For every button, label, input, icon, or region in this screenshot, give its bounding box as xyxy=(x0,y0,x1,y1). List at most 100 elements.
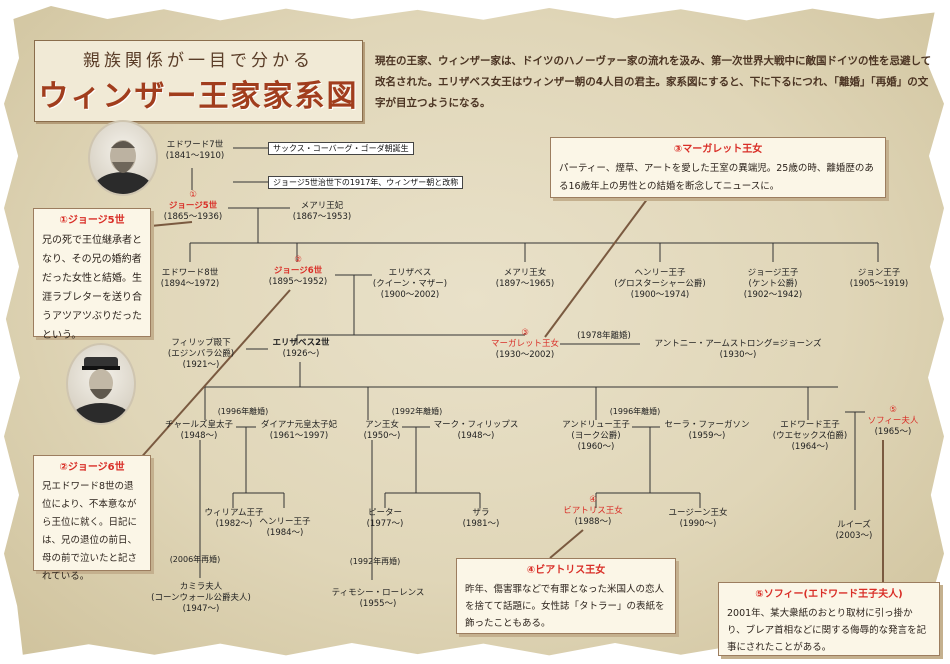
person-name: アントニー・アームストロング=ジョーンズ xyxy=(654,339,822,349)
person-years: (1948〜) xyxy=(180,431,218,441)
person-beatrice: ④ ビアトリス王女 (1988〜) xyxy=(556,495,630,528)
intro-text: 現在の王家、ウィンザー家は、ドイツのハノーヴァー家の流れを汲み、第一次世界大戦中… xyxy=(375,55,932,109)
person-philip: フィリップ殿下 (エジンバラ公爵) (1921〜) xyxy=(158,338,244,371)
person-name: エリザベス2世 xyxy=(272,338,330,348)
person-number: ⑤ xyxy=(889,405,897,415)
person-years: (1865〜1936) xyxy=(163,212,223,222)
person-name: ダイアナ元皇太子妃 xyxy=(260,420,338,430)
event-margaret-divorce: (1978年離婚) xyxy=(577,331,631,341)
person-harry: ヘンリー王子 (1984〜) xyxy=(256,517,314,539)
person-william: ウィリアム王子 (1982〜) xyxy=(200,508,268,530)
person-title: (ケント公爵) xyxy=(748,279,798,289)
person-name: アンドリュー王子 xyxy=(562,420,630,430)
person-name: ヘンリー王子 xyxy=(634,268,686,278)
person-laurence: ティモシー・ローレンス (1955〜) xyxy=(328,588,428,610)
person-elizabeth-qm: エリザベス (クイーン・マザー) (1900〜2002) xyxy=(368,268,452,301)
person-name: ジョージ王子 xyxy=(747,268,799,278)
person-years: (1948〜) xyxy=(457,431,495,441)
saxe-coburg-label: サックス・コーバーグ・ゴーダ朝誕生 xyxy=(268,142,414,155)
note-sophie: ⑤ソフィー(エドワード王子夫人) 2001年、某大衆紙のおとり取材に引っ掛かり、… xyxy=(718,582,940,656)
person-years: (2003〜) xyxy=(835,531,873,541)
person-years: (1894〜1972) xyxy=(160,279,220,289)
person-years: (1960〜) xyxy=(577,442,615,452)
person-name: ティモシー・ローレンス xyxy=(331,588,425,598)
person-edward7: エドワード7世 (1841〜1910) xyxy=(160,140,230,162)
person-name: アン王女 xyxy=(365,420,399,430)
note-heading: ③マーガレット王女 xyxy=(673,144,763,155)
person-years: (1959〜) xyxy=(688,431,726,441)
person-john: ジョン王子 (1905〜1919) xyxy=(842,268,916,290)
person-years: (1841〜1910) xyxy=(165,151,225,161)
person-title: (コーンウォール公爵夫人) xyxy=(151,593,251,603)
person-sarah: セーラ・ファーガソン (1959〜) xyxy=(660,420,754,442)
person-camilla: カミラ夫人 (コーンウォール公爵夫人) (1947〜) xyxy=(142,582,260,615)
event-charles-remarriage: (2006年再婚) xyxy=(169,555,221,564)
event-anne-remarriage: (1992年再婚) xyxy=(349,557,401,566)
portrait-image xyxy=(71,357,131,423)
person-mary-queen: メアリ王妃 (1867〜1953) xyxy=(282,201,362,223)
person-years: (1895〜1952) xyxy=(268,277,328,287)
person-mary-princess: メアリ王女 (1897〜1965) xyxy=(488,268,562,290)
person-years: (1900〜1974) xyxy=(630,290,690,300)
person-name: チャールズ皇太子 xyxy=(165,420,233,430)
title-box: 親族関係が一目で分かる ウィンザー王家家系図 xyxy=(34,40,363,122)
person-name: エドワード8世 xyxy=(161,268,219,278)
person-henry-gloucester: ヘンリー王子 (グロスターシャー公爵) (1900〜1974) xyxy=(606,268,714,301)
person-number: ② xyxy=(294,255,302,265)
person-years: (1961〜1997) xyxy=(269,431,329,441)
person-years: (1930〜2002) xyxy=(495,350,555,360)
person-years: (1930〜) xyxy=(719,350,757,360)
person-years: (1921〜) xyxy=(182,360,220,370)
person-years: (1982〜) xyxy=(215,519,253,529)
person-name: フィリップ殿下 xyxy=(171,338,231,348)
person-margaret: ③ マーガレット王女 (1930〜2002) xyxy=(486,328,564,361)
note-beatrice: ④ビアトリス王女 昨年、傷害罪などで有罪となった米国人の恋人を捨てて話題に。女性… xyxy=(456,558,676,634)
note-body: パーティー、煙草、アートを愛した王室の異端児。25歳の時、離婚歴のある16歳年上… xyxy=(559,163,874,192)
person-diana: ダイアナ元皇太子妃 (1961〜1997) xyxy=(254,420,344,442)
person-years: (1926〜) xyxy=(282,349,320,359)
person-years: (1897〜1965) xyxy=(495,279,555,289)
person-elizabeth2: エリザベス2世 (1926〜) xyxy=(266,338,336,360)
person-years: (1905〜1919) xyxy=(849,279,909,289)
person-title: (クイーン・マザー) xyxy=(372,279,448,289)
note-heading: ⑤ソフィー(エドワード王子夫人) xyxy=(755,589,903,600)
person-years: (1984〜) xyxy=(266,528,304,538)
person-name: ジョン王子 xyxy=(857,268,901,278)
person-name: ピーター xyxy=(367,508,402,518)
person-eugenie: ユージーン王女 (1990〜) xyxy=(660,508,736,530)
person-title: (ヨーク公爵) xyxy=(571,431,621,441)
note-george6: ②ジョージ6世 兄エドワード8世の退位により、不本意ながら王位に就く。日記には、… xyxy=(33,455,151,582)
note-body: 兄エドワード8世の退位により、不本意ながら王位に就く。日記には、兄の退位の前日、… xyxy=(42,481,138,582)
note-body: 昨年、傷害罪などで有罪となった米国人の恋人を捨てて話題に。女性誌「タトラー」の表… xyxy=(465,584,665,629)
person-name: ウィリアム王子 xyxy=(204,508,264,518)
windsor-rename-label: ジョージ5世治世下の1917年、ウィンザー朝と改称 xyxy=(268,176,464,189)
person-charles: チャールズ皇太子 (1948〜) xyxy=(162,420,236,442)
note-body: 兄の死で王位継承者となり、その兄の婚約者だった女性と結婚。生涯ラブレターを送り合… xyxy=(42,235,142,341)
person-name: マーク・フィリップス xyxy=(433,420,519,430)
person-name: エリザベス xyxy=(388,268,432,278)
person-years: (1950〜) xyxy=(363,431,401,441)
person-zara: ザラ (1981〜) xyxy=(456,508,506,530)
person-anne: アン王女 (1950〜) xyxy=(360,420,404,442)
note-margaret: ③マーガレット王女 パーティー、煙草、アートを愛した王室の異端児。25歳の時、離… xyxy=(550,137,886,198)
portrait-image xyxy=(93,140,153,194)
person-name: メアリ王妃 xyxy=(300,201,344,211)
person-edward-wessex: エドワード王子 (ウエセックス伯爵) (1964〜) xyxy=(768,420,852,453)
person-name: ザラ xyxy=(472,508,490,518)
person-name: ソフィー夫人 xyxy=(867,416,919,426)
person-years: (1977〜) xyxy=(366,519,404,529)
person-title: (エジンバラ公爵) xyxy=(167,349,235,359)
person-years: (1964〜) xyxy=(791,442,829,452)
person-george-kent: ジョージ王子 (ケント公爵) (1902〜1942) xyxy=(734,268,812,301)
person-years: (1867〜1953) xyxy=(292,212,352,222)
note-heading: ④ビアトリス王女 xyxy=(526,565,606,576)
person-louise: ルイーズ (2003〜) xyxy=(826,520,882,542)
person-name: エドワード王子 xyxy=(780,420,840,430)
person-name: ジョージ5世 xyxy=(168,201,218,211)
person-years: (1965〜) xyxy=(874,427,912,437)
person-title: (グロスターシャー公爵) xyxy=(614,279,706,289)
person-years: (1902〜1942) xyxy=(743,290,803,300)
person-phillips: マーク・フィリップス (1948〜) xyxy=(430,420,522,442)
